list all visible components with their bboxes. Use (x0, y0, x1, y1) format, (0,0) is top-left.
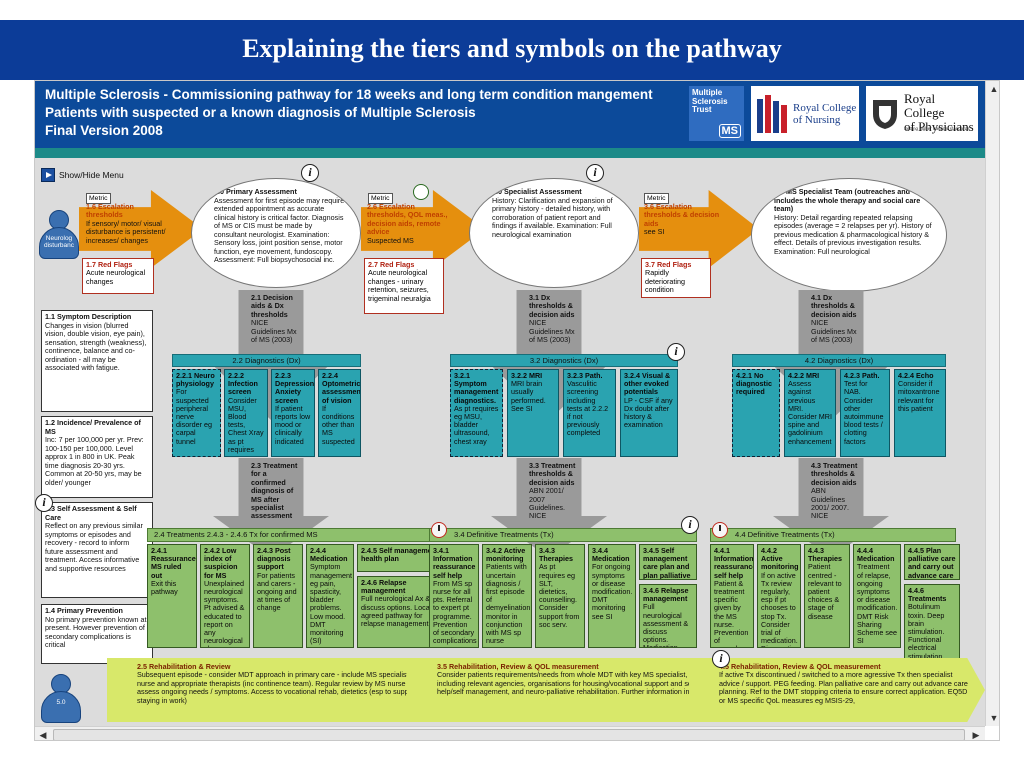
rehab-review-3-5: 3.5 Rehabilitation, Review & QOL measure… (407, 658, 717, 722)
ms-specialist-team-oval: 4.0 MS Specialist Team (outreaches and i… (751, 178, 947, 292)
scroll-up-icon[interactable]: ▲ (989, 84, 999, 94)
person-icon: 5.0 (41, 674, 81, 724)
metric-label: Metric (368, 193, 393, 204)
info-icon[interactable]: i (586, 164, 604, 182)
metric-label: Metric (644, 193, 669, 204)
rcn-emblem-icon (757, 95, 787, 133)
pathway-viewer: Multiple Sclerosis - Commissioning pathw… (34, 80, 1000, 741)
info-icon[interactable]: i (35, 494, 53, 512)
vertical-scrollbar[interactable]: ▲ ▼ (985, 81, 999, 726)
scroll-left-icon[interactable]: ◀ (39, 730, 47, 740)
treatment-3-4-5[interactable]: 3.4.5 Self management care plan and plan… (639, 544, 697, 580)
metric-label: Metric (86, 193, 111, 204)
diagnostic-3-2-3[interactable]: 3.2.3 Path.Vasculitic screening includin… (563, 369, 616, 457)
scroll-right-icon[interactable]: ▶ (972, 730, 980, 740)
header-version: Final Version 2008 (45, 123, 163, 138)
refresh-icon[interactable] (413, 184, 429, 200)
slide-title: Explaining the tiers and symbols on the … (0, 20, 1024, 80)
clock-icon[interactable] (712, 522, 728, 538)
treatment-2-4-5[interactable]: 2.4.5 Self management health plan (357, 544, 443, 572)
treatment-4-4-5[interactable]: 4.4.5 Plan palliative care and carry out… (904, 544, 960, 580)
pathway-diagram: Show/Hide Menu Neurolog disturbanc 1.1 S… (35, 158, 985, 728)
header-title: Multiple Sclerosis - Commissioning pathw… (45, 87, 653, 102)
info-icon[interactable]: i (301, 164, 319, 182)
diagnostic-4-2-3[interactable]: 4.2.3 Path.Test for NAB. Consider other … (840, 369, 890, 457)
document-header: Multiple Sclerosis - Commissioning pathw… (35, 81, 985, 148)
diagnostic-4-2-1[interactable]: 4.2.1 No diagnostic required (732, 369, 780, 457)
treatments-bar-4-4: 4.4 Definitive Treatments (Tx) (710, 528, 956, 542)
diagnostics-bar-3-2: 3.2 Diagnostics (Dx) (450, 354, 678, 367)
rcp-crest-icon (873, 100, 897, 129)
treatments-bar-3-4: 3.4 Definitive Treatments (Tx) (429, 528, 697, 542)
clock-icon[interactable] (431, 522, 447, 538)
escalation-text-2-6: 2.6 Escalation thresholds, QOL meas., de… (367, 202, 448, 245)
horizontal-scrollbar[interactable]: ◀ ▶ (35, 726, 985, 740)
diagnostics-bar-4-2: 4.2 Diagnostics (Dx) (732, 354, 946, 367)
header-divider (35, 148, 985, 158)
treatment-text-3-3: 3.3 Treatment thresholds & decision aids… (529, 461, 576, 521)
scroll-down-icon[interactable]: ▼ (989, 713, 999, 723)
info-icon[interactable]: i (667, 343, 685, 361)
show-hide-menu-button[interactable]: Show/Hide Menu (41, 167, 124, 183)
escalation-text-3-6: 3.6 Escalation thresholds & decision aid… (644, 202, 720, 237)
diagnostic-3-2-1[interactable]: 3.2.1 Symptom management diagnostics.As … (450, 369, 503, 457)
treatment-text-4-3: 4.3 Treatment thresholds & decision aids… (811, 461, 858, 521)
play-icon (41, 168, 55, 182)
header-subtitle: Patients with suspected or a known diagn… (45, 105, 476, 120)
info-icon[interactable]: i (712, 650, 730, 668)
person-icon: Neurolog disturbanc (39, 210, 79, 260)
scroll-thumb[interactable] (53, 729, 965, 740)
treatments-bar-2-4: 2.4 Treatments 2.4.3 - 2.4.6 Tx for conf… (147, 528, 445, 542)
rehab-review-4-5: 4.5 Rehabilitation, Review & QOL measure… (689, 658, 985, 722)
diagnostics-bar-2-2: 2.2 Diagnostics (Dx) (172, 354, 361, 367)
info-icon[interactable]: i (681, 516, 699, 534)
treatment-text-2-3: 2.3 Treatment for a confirmed diagnosis … (251, 461, 298, 521)
